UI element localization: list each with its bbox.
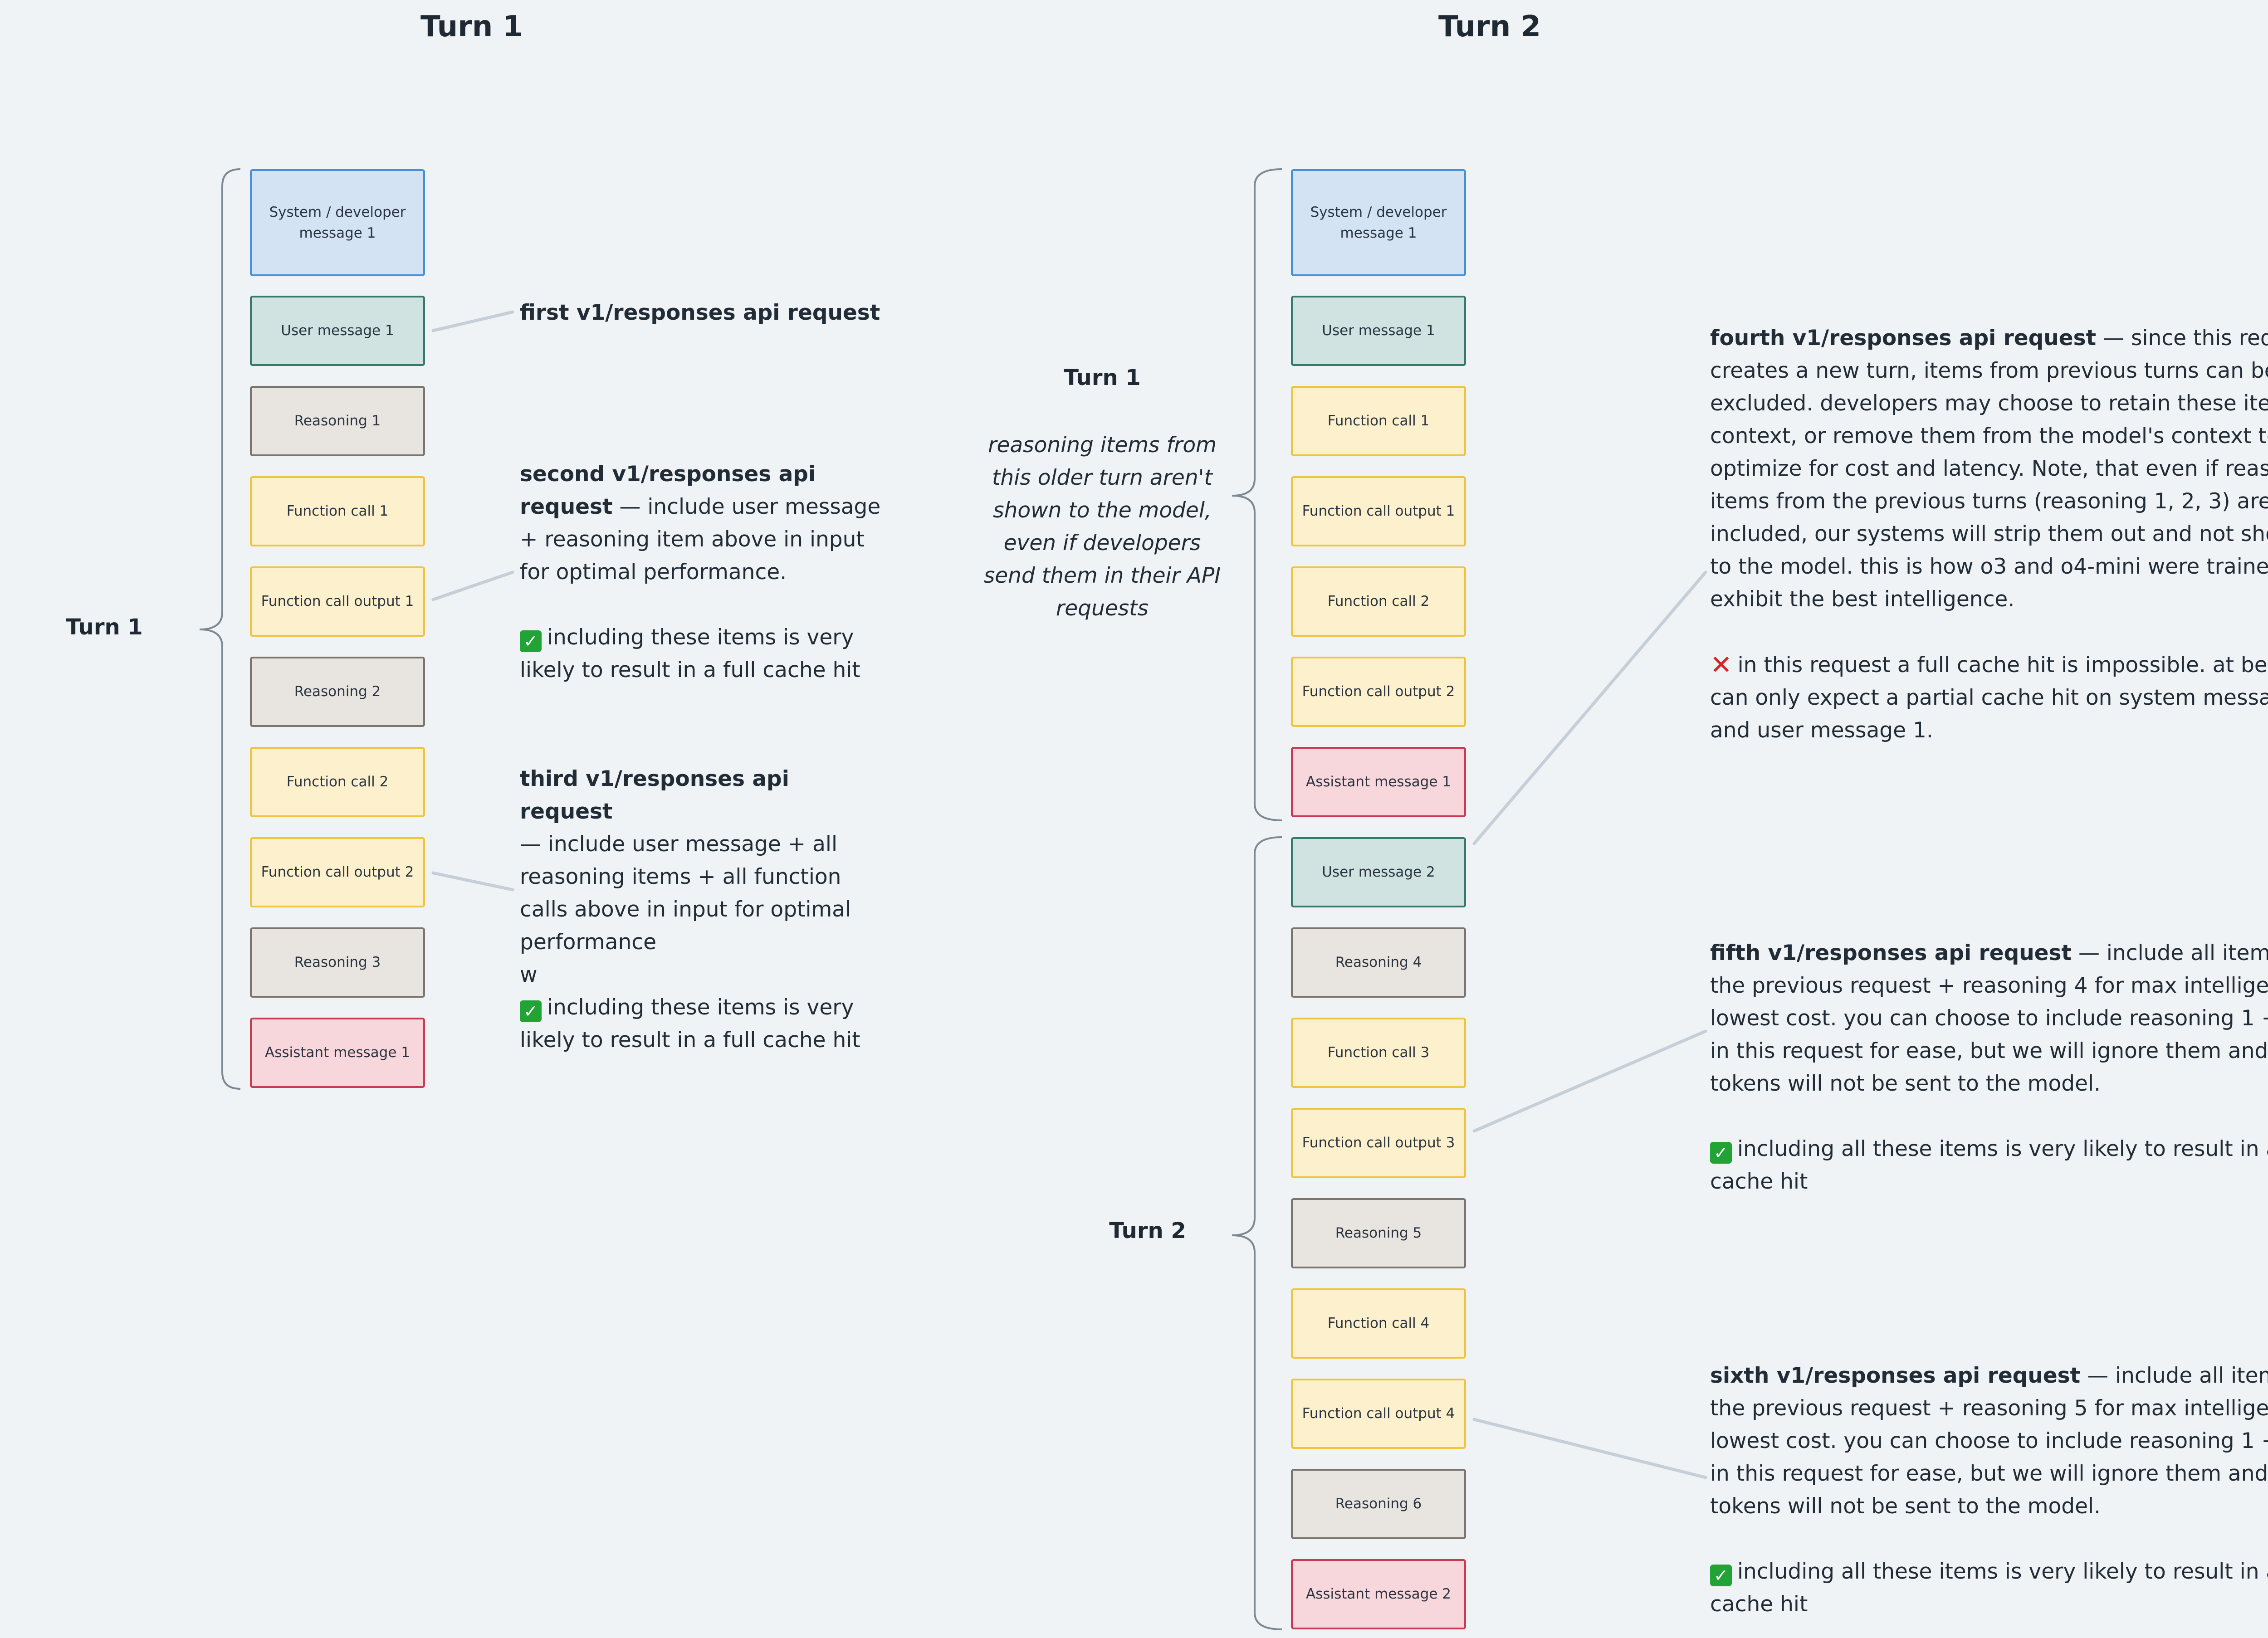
note-third-check: including these items is very likely to …	[520, 995, 860, 1053]
check-icon: ✓	[520, 630, 542, 652]
reasoning-hidden-note: reasoning items from this older turn are…	[983, 433, 1221, 621]
note-third-body: — include user message + all reasoning i…	[520, 832, 851, 955]
note-fifth-body: — include all items from the previous re…	[1710, 941, 2268, 1096]
note-first-request: first v1/responses api request	[520, 297, 883, 329]
item-function: Function call 1	[1291, 386, 1466, 456]
check-icon: ✓	[1710, 1565, 1732, 1586]
note-fifth-check: including all these items is very likely…	[1710, 1136, 2268, 1194]
item-system: System / developer message 1	[1291, 169, 1466, 276]
note-third-title: third v1/responses api request	[520, 766, 789, 824]
item-function: Function call 4	[1291, 1288, 1466, 1359]
item-reasoning: Reasoning 2	[250, 657, 425, 727]
item-assistant: Assistant message 1	[1291, 747, 1466, 817]
item-user: User message 1	[1291, 296, 1466, 366]
item-reasoning: Reasoning 3	[250, 927, 425, 998]
note-sixth-request: sixth v1/responses api request — include…	[1710, 1360, 2268, 1621]
item-function: Function call output 3	[1291, 1108, 1466, 1178]
item-function: Function call output 2	[1291, 657, 1466, 727]
note-fourth-request: fourth v1/responses api request — since …	[1710, 322, 2268, 747]
item-function: Function call output 4	[1291, 1379, 1466, 1449]
brace-left-turn1	[199, 168, 241, 1090]
item-function: Function call output 1	[250, 566, 425, 637]
note-third-request: third v1/responses api request — include…	[520, 763, 883, 1057]
item-function: Function call 1	[250, 476, 425, 546]
note-fifth-title: fifth v1/responses api request	[1710, 941, 2072, 965]
note-first-title: first v1/responses api request	[520, 300, 880, 325]
brace-right-turn1	[1232, 168, 1282, 821]
item-user: User message 1	[250, 296, 425, 366]
note-fifth-request: fifth v1/responses api request — include…	[1710, 937, 2268, 1198]
item-user: User message 2	[1291, 837, 1466, 907]
note-second-body: — include user message + reasoning item …	[520, 494, 881, 585]
item-reasoning: Reasoning 1	[250, 386, 425, 456]
connector-fourth	[1472, 570, 1707, 845]
item-function: Function call 2	[1291, 566, 1466, 637]
note-second-check: including these items is very likely to …	[520, 625, 860, 682]
item-reasoning: Reasoning 5	[1291, 1198, 1466, 1268]
note-sixth-title: sixth v1/responses api request	[1710, 1363, 2081, 1388]
note-fourth-title: fourth v1/responses api request	[1710, 326, 2097, 351]
note-sixth-check: including all these items is very likely…	[1710, 1559, 2268, 1617]
item-function: Function call 2	[250, 747, 425, 817]
connector-sixth	[1472, 1418, 1707, 1479]
item-system: System / developer message 1	[250, 169, 425, 276]
note-fourth-body: — since this request creates a new turn,…	[1710, 326, 2268, 612]
note-second-request: second v1/responses api request — includ…	[520, 458, 883, 687]
cross-icon: ✕	[1710, 649, 1732, 680]
note-second-title: second v1/responses api request	[520, 462, 816, 519]
note-fourth-cross: in this request a full cache hit is impo…	[1710, 653, 2268, 743]
item-assistant: Assistant message 1	[250, 1018, 425, 1088]
item-function: Function call output 2	[250, 837, 425, 907]
item-assistant: Assistant message 2	[1291, 1559, 1466, 1629]
check-icon: ✓	[1710, 1142, 1732, 1164]
item-function: Function call 3	[1291, 1018, 1466, 1088]
note-sixth-body: — include all items from the previous re…	[1710, 1363, 2268, 1519]
left-turn1-label: Turn 1	[66, 614, 143, 640]
turn2-title: Turn 2	[1438, 10, 1541, 44]
right-turn1-label: Turn 1	[1064, 365, 1141, 390]
check-icon: ✓	[520, 1000, 542, 1022]
connector-first	[431, 310, 514, 332]
brace-right-turn2	[1232, 836, 1282, 1630]
note-third-extra: w	[520, 962, 538, 987]
connector-second	[431, 570, 514, 601]
turn1-title: Turn 1	[420, 10, 523, 44]
item-reasoning: Reasoning 4	[1291, 927, 1466, 998]
connector-fifth	[1472, 1029, 1707, 1133]
connector-third	[431, 871, 514, 892]
item-reasoning: Reasoning 6	[1291, 1469, 1466, 1539]
right-turn2-label: Turn 2	[1109, 1218, 1186, 1243]
item-function: Function call output 1	[1291, 476, 1466, 546]
